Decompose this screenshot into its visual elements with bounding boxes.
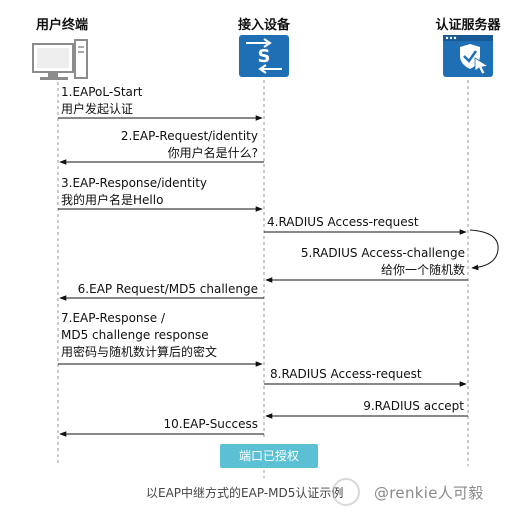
actor-access-device-label: 接入设备 [237,18,291,33]
port-authorized-badge: 端口已授权 [220,444,318,468]
message-7-line-2: MD5 challenge response [61,328,209,342]
message-1: 1.EAPoL-Start 用户发起认证 [61,84,143,118]
message-9: 9.RADIUS accept [363,398,464,415]
message-2-line-1: 2.EAP-Request/identity [120,129,258,143]
message-5-line-2: 给你一个随机数 [380,263,465,277]
message-2-line-2: 你用户名是什么? [167,146,258,160]
watermark-text: @renkie人可毅 [374,484,484,502]
figure-caption: 以EAP中继方式的EAP-MD5认证示例 [146,486,344,500]
message-4-line-1: 4.RADIUS Access-request [267,215,419,229]
computer-icon [32,39,88,80]
message-5-line-1: 5.RADIUS Access-challenge [300,246,465,260]
actor-auth-server-label: 认证服务器 [435,18,501,33]
message-1-line-1: 1.EAPoL-Start [61,85,143,99]
message-3-line-2: 我的用户名是Hello [61,193,164,207]
switch-icon: S [239,35,289,77]
message-4: 4.RADIUS Access-request [267,214,419,231]
message-2: 2.EAP-Request/identity 你用户名是什么? [121,128,258,162]
message-7: 7.EAP-Response / MD5 challenge response … [61,310,217,361]
message-3: 3.EAP-Response/identity 我的用户名是Hello [61,175,207,209]
message-1-line-2: 用户发起认证 [61,102,134,116]
message-3-line-1: 3.EAP-Response/identity [61,176,208,190]
watermark-logo-icon [332,478,360,506]
message-8-line-1: 8.RADIUS Access-request [270,367,422,381]
message-9-line-1: 9.RADIUS accept [363,399,464,413]
message-7-line-1: 7.EAP-Response / [61,311,166,325]
message-6-line-1: 6.EAP Request/MD5 challenge [77,282,258,296]
message-8: 8.RADIUS Access-request [270,366,422,383]
message-5: 5.RADIUS Access-challenge 给你一个随机数 [301,245,465,279]
shield-server-icon [443,35,493,77]
message-7-line-3: 用密码与随机数计算后的密文 [61,345,218,359]
message-10: 10.EAP-Success [164,416,258,433]
arrow-self-loop [469,229,499,271]
actor-terminal-label: 用户终端 [35,18,89,33]
message-10-line-1: 10.EAP-Success [163,417,258,431]
svg-text:S: S [258,46,271,67]
message-6: 6.EAP Request/MD5 challenge [78,281,258,298]
